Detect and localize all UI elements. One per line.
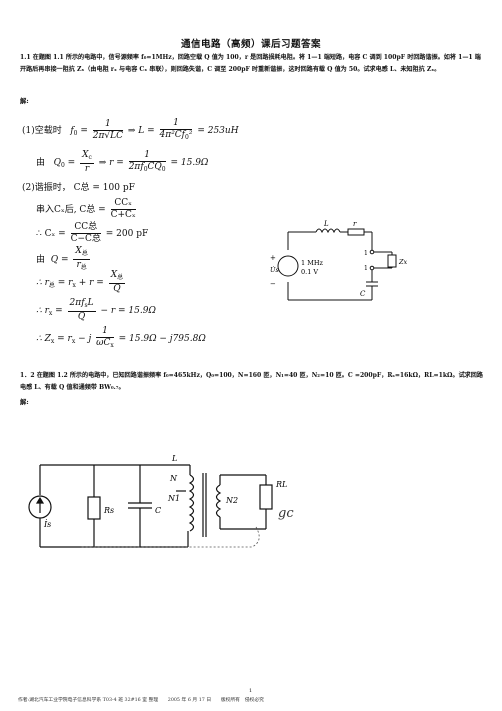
circuit1-freq: 1 MHz [301,259,324,267]
circuit1-minus: − [270,280,276,288]
step-2-result: = 15.9Ω [170,158,209,168]
document-title: 通信电路（高频）课后习题答案 [180,39,321,50]
circuit1-port-1: 1 [364,250,368,257]
circuit1-label-L: L [323,220,329,228]
circuit2-label-l: L [171,454,177,463]
answer-label-1: 解: [20,97,29,105]
circuit1-source-label: U̇s [270,266,279,274]
step-9-result: = 15.9Ω − j795.8Ω [118,334,206,344]
circuit2-label-rs: Rs [103,506,114,515]
circuit1-volt: 0.1 V [301,268,318,276]
circuit2-label-rl: RL [275,480,287,489]
step-3-head: (2)谐振时， [22,183,71,193]
circuit2-handwriting: gc [278,506,294,521]
circuit-1-1: L r 1 1 Zx C + − U̇s 1 MHz 0.1 V [270,220,408,301]
problem-1-text: 1.1 在题图 1.1 所示的电路中，信号源频率 f₀=1MHz，回路空载 Q … [20,54,481,73]
step-5-result: = 200 pF [105,229,149,239]
solution-step-3: (2)谐振时， C总 = 100 pF [22,180,135,193]
circuit2-label-n: N [169,474,178,483]
step-2-head: 由 [36,158,46,168]
problem-2-text: 1．2 在题图 1.2 所示的电路中，已知回路谐振频率 f₀=465kHz，Q₀… [20,372,483,391]
circuit-1-2: İs Rs C L N N1 N2 RL gc [28,454,294,548]
circuit1-plus: + [270,254,276,262]
step-1-head: (1)空载时 [22,126,62,136]
page-footer: 作者:湖北汽车工业学院电子信息科学系 T03-4 班 32#16 室 整理 20… [18,698,264,703]
answer-label-2: 解: [20,398,29,406]
circuit2-label-n1: N1 [167,494,180,503]
circuit1-label-zx: Zx [398,258,408,266]
page-number: 1 [249,688,253,694]
step-1-result: = 253uH [197,126,239,136]
circuit1-port-1b: 1 [364,265,368,272]
circuit1-label-c: C [360,290,366,298]
step-6-head: 由 [36,255,46,265]
circuit1-label-r: r [353,220,357,228]
step-3-value: C总 = 100 pF [73,183,135,193]
circuit2-label-n2: N2 [225,496,238,505]
step-4-head: 串入Cₓ后, C总 = [36,205,106,215]
circuit2-label-c: C [155,506,161,515]
circuit2-label-is: İs [43,520,51,529]
